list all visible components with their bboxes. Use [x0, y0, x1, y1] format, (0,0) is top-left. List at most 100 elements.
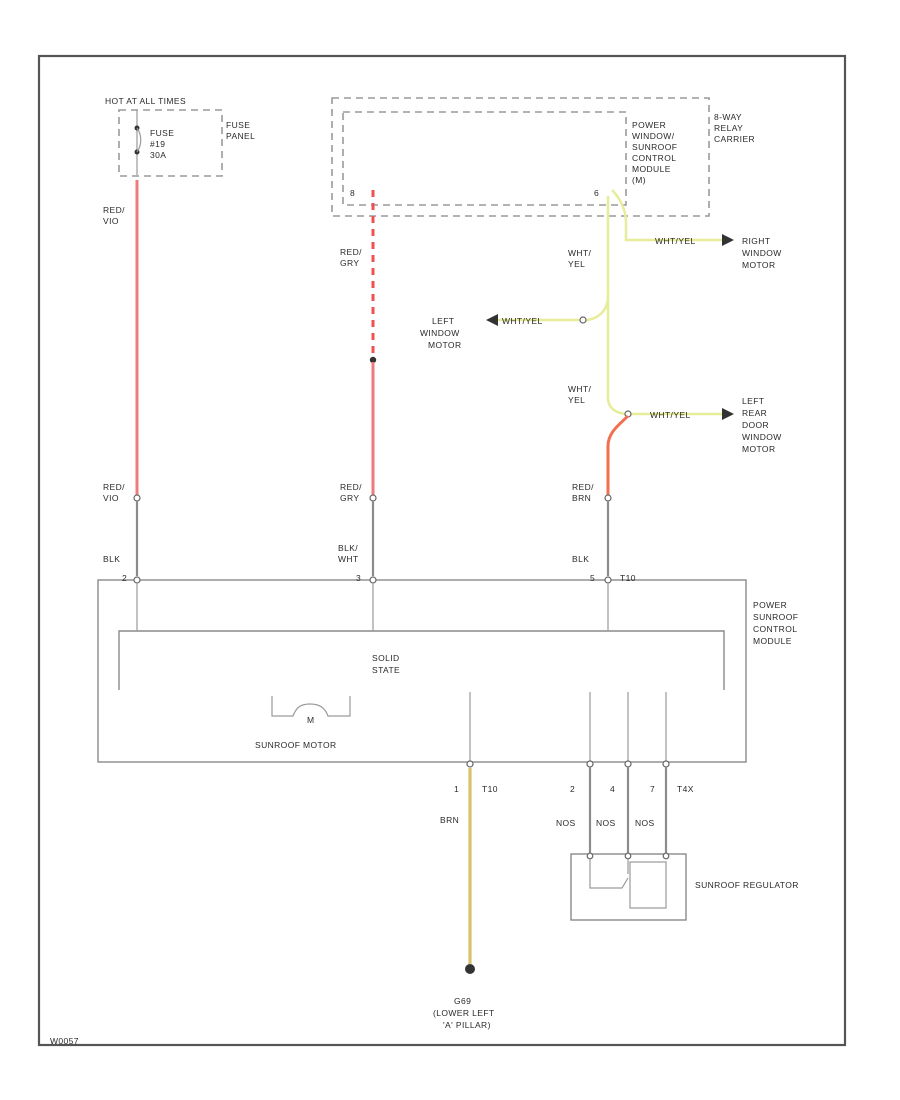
wht-yel-inline-right: WHT/YEL [655, 236, 696, 246]
red-vio-label-top-1: RED/ [103, 205, 125, 215]
regulator-switch-contact [589, 859, 629, 889]
module-top-pin-2: 3 [356, 573, 361, 583]
wire-red-gry: RED/ GRY RED/ GRY BLK/ WHT [338, 190, 377, 576]
ground-label-3: 'A' PILLAR) [443, 1020, 491, 1030]
module-pin-2-terminal [133, 576, 141, 584]
load-left-rear-door-window-motor: LEFT REAR DOOR WINDOW MOTOR [742, 396, 781, 454]
module-pin-5-terminal [604, 576, 612, 584]
solid-state-label-2: STATE [372, 665, 400, 675]
blk-wht-label-1: BLK/ [338, 543, 358, 553]
nos-label-3: NOS [635, 818, 655, 828]
control-module-label-line5: MODULE [632, 164, 671, 174]
load-right-window-motor: RIGHT WINDOW MOTOR [742, 236, 782, 270]
wht-yel-inline-rear: WHT/YEL [650, 410, 691, 420]
wht-yel-label-1a: WHT/ [568, 248, 592, 258]
sunroof-motor-label: SUNROOF MOTOR [255, 740, 337, 750]
relay-pin-right: 6 [594, 188, 599, 198]
red-brn-label-1: RED/ [572, 482, 594, 492]
rear-window-arrow [722, 408, 734, 420]
module-outer-box [97, 579, 747, 763]
module-label-4: MODULE [753, 636, 792, 646]
blk-label-3: BLK [572, 554, 589, 564]
fuse-panel-box [118, 109, 223, 177]
wht-yel-wire-right-window [611, 189, 722, 242]
sunroof-regulator-label: SUNROOF REGULATOR [695, 880, 799, 890]
ground-label-1: G69 [454, 996, 471, 1006]
right-window-motor-label-2: WINDOW [742, 248, 782, 258]
control-module-label-line4: CONTROL [632, 153, 676, 163]
diagram-frame [37, 54, 847, 1047]
left-window-arrow [486, 314, 498, 326]
load-left-window-motor: LEFT WINDOW MOTOR [420, 316, 461, 350]
module-top-connector: T10 [620, 573, 636, 583]
wire-wht-yel: WHT/ YEL WHT/ YEL WHT/YEL WHT/YEL WHT/YE… [486, 189, 734, 420]
relay-carrier-label-line1: 8-WAY [714, 112, 742, 122]
control-module-label-line2: WINDOW/ [632, 131, 675, 141]
red-gry-connector [369, 494, 377, 502]
solid-state-label-1: SOLID [372, 653, 400, 663]
red-brn-connector [604, 494, 612, 502]
module-label-1: POWER [753, 600, 787, 610]
red-gry-label-top-2: GRY [340, 258, 359, 268]
module-bottom-pin-7: 7 [650, 784, 655, 794]
right-window-arrow [722, 234, 734, 246]
wht-yel-label-1b: YEL [568, 259, 585, 269]
rear-window-motor-label-1: LEFT [742, 396, 764, 406]
left-window-motor-label-2: WINDOW [420, 328, 460, 338]
fuse-label-line2: #19 [150, 139, 165, 149]
sunroof-control-module: POWER SUNROOF CONTROL MODULE 2 3 5 T10 S… [97, 573, 798, 794]
red-gry-splice [369, 356, 377, 364]
sunroof-regulator-group: NOS NOS NOS SUNROOF REGULATOR [556, 767, 799, 921]
module-top-pin-1: 2 [122, 573, 127, 583]
solid-state-box [118, 630, 725, 690]
sunroof-motor-m: M [307, 715, 314, 725]
fuse-label-line3: 30A [150, 150, 166, 160]
wht-yel-label-2b: YEL [568, 395, 585, 405]
sunroof-motor-symbol [271, 696, 351, 717]
relay-pin-left: 8 [350, 188, 355, 198]
control-module-label-line1: POWER [632, 120, 666, 130]
nos-label-1: NOS [556, 818, 576, 828]
ground-point [465, 964, 475, 974]
red-brn-wire [606, 414, 630, 498]
module-bottom-pin-1: 1 [454, 784, 459, 794]
red-brn-label-2: BRN [572, 493, 591, 503]
module-bottom-connector-left: T10 [482, 784, 498, 794]
regulator-element [629, 861, 667, 909]
fuse-panel: HOT AT ALL TIMES FUSE #19 30A FUSE PANEL [105, 96, 255, 177]
red-gry-label-bottom-1: RED/ [340, 482, 362, 492]
relay-carrier-box [331, 97, 710, 217]
red-gry-label-top-1: RED/ [340, 247, 362, 257]
regulator-terminal-3 [662, 852, 670, 860]
red-vio-label-bottom-1: RED/ [103, 482, 125, 492]
module-pin-3-terminal [369, 576, 377, 584]
module-pin-1-terminal [466, 760, 474, 768]
brn-label: BRN [440, 815, 459, 825]
fuse-label-line1: FUSE [150, 128, 174, 138]
control-module-label-line3: SUNROOF [632, 142, 677, 152]
rear-window-motor-label-3: DOOR [742, 420, 769, 430]
left-window-motor-label-1: LEFT [432, 316, 454, 326]
blk-label-1: BLK [103, 554, 120, 564]
module-bottom-pin-4: 4 [610, 784, 615, 794]
fuse-icon [136, 127, 142, 153]
right-window-motor-label-1: RIGHT [742, 236, 770, 246]
module-bottom-connector-right: T4X [677, 784, 694, 794]
module-top-pin-3: 5 [590, 573, 595, 583]
control-module-label-line6: (M) [632, 175, 646, 185]
hot-at-all-times-label: HOT AT ALL TIMES [105, 96, 186, 106]
left-window-motor-label-3: MOTOR [428, 340, 461, 350]
regulator-terminal-2 [624, 852, 632, 860]
footer-ref: W0057 [50, 1036, 79, 1046]
wht-yel-label-2a: WHT/ [568, 384, 592, 394]
wire-red-brn: RED/ BRN BLK [572, 414, 630, 576]
red-vio-label-top-2: VIO [103, 216, 119, 226]
wht-yel-wire-left-window [498, 196, 610, 322]
red-gry-label-bottom-2: GRY [340, 493, 359, 503]
relay-carrier: 8-WAY RELAY CARRIER POWER WINDOW/ SUNROO… [331, 97, 755, 217]
fuse-panel-label-line2: PANEL [226, 131, 255, 141]
wht-yel-wire-rear [606, 290, 722, 416]
control-module-box [342, 111, 627, 206]
wht-yel-inline-left: WHT/YEL [502, 316, 543, 326]
